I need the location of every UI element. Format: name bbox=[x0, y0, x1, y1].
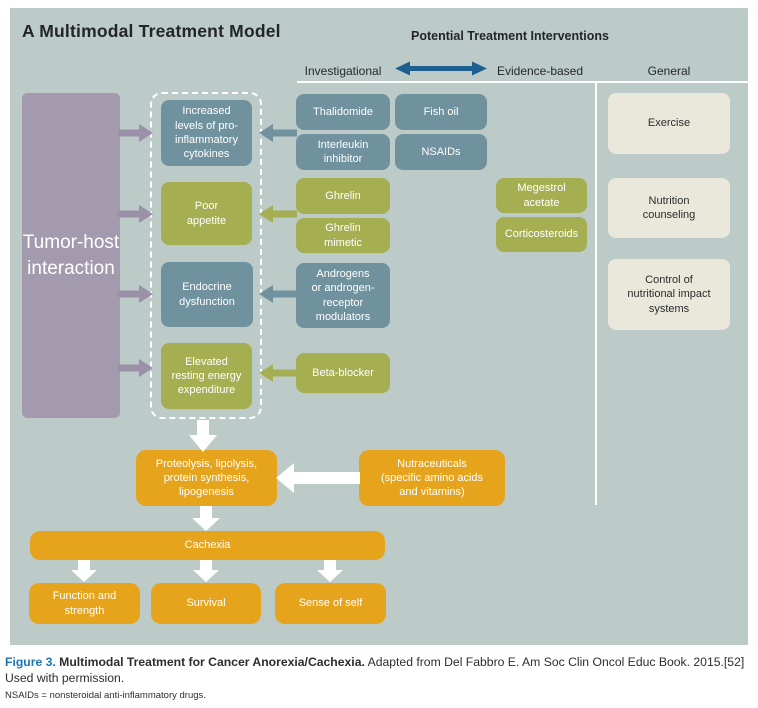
arrow-cachexia-to-function-icon bbox=[71, 560, 97, 582]
diagram-title: A Multimodal Treatment Model bbox=[22, 21, 281, 41]
general-column-divider bbox=[595, 83, 597, 505]
metabolic-effects-box: Proteolysis, lipolysis, protein synthesi… bbox=[136, 450, 277, 506]
outcome-box-sense-of-self: Sense of self bbox=[275, 583, 386, 624]
investigational-box-ghrelin-mimetic: Ghrelin mimetic bbox=[296, 218, 390, 253]
tumor-host-interaction-box: Tumor-host interaction bbox=[22, 93, 120, 418]
general-box-nutrition-counseling: Nutrition counseling bbox=[608, 178, 730, 238]
evidence-box-fish-oil: Fish oil bbox=[395, 94, 487, 130]
arrow-metabolic-to-cachexia-icon bbox=[192, 506, 220, 531]
arrow-cachexia-to-survival-icon bbox=[193, 560, 219, 582]
abbreviation-footnote: NSAIDs = nonsteroidal anti-inflammatory … bbox=[5, 690, 206, 701]
column-label-investigational: Investigational bbox=[304, 64, 382, 78]
treatment-model-diagram: A Multimodal Treatment Model Potential T… bbox=[10, 8, 748, 645]
arrow-betablocker-to-energy-icon bbox=[259, 364, 297, 382]
arrow-tumor-to-cytokines-icon bbox=[118, 124, 153, 142]
investigational-box-androgens: Androgens or androgen- receptor modulato… bbox=[296, 263, 390, 328]
cachexia-box: Cachexia bbox=[30, 531, 385, 560]
figure-number-label: Figure 3. bbox=[5, 655, 56, 669]
figure-caption-title: Multimodal Treatment for Cancer Anorexia… bbox=[55, 655, 365, 669]
arrow-appetite-drugs-to-poor-appetite-icon bbox=[259, 205, 297, 223]
mediator-box-cytokines: Increased levels of pro- inflammatory cy… bbox=[161, 100, 252, 166]
nutraceuticals-box: Nutraceuticals (specific amino acids and… bbox=[359, 450, 505, 506]
arrow-tumor-to-endocrine-icon bbox=[118, 285, 153, 303]
general-box-exercise: Exercise bbox=[608, 93, 730, 154]
mediators-dashed-container bbox=[150, 92, 262, 419]
investigational-box-interleukin-inhibitor: Interleukin inhibitor bbox=[296, 134, 390, 170]
evidence-box-nsaids: NSAIDs bbox=[395, 134, 487, 170]
column-label-general: General bbox=[647, 64, 691, 78]
mediator-box-poor-appetite: Poor appetite bbox=[161, 182, 252, 245]
mediator-box-endocrine-dysfunction: Endocrine dysfunction bbox=[161, 262, 253, 327]
investigational-box-beta-blocker: Beta-blocker bbox=[296, 353, 390, 393]
mediator-box-resting-energy: Elevated resting energy expenditure bbox=[161, 343, 252, 409]
arrow-tumor-to-poor-appetite-icon bbox=[118, 205, 153, 223]
figure-caption-source: Adapted from Del Fabbro E. Am Soc Clin O… bbox=[5, 655, 745, 685]
general-box-nutritional-impact: Control of nutritional impact systems bbox=[608, 259, 730, 330]
arrow-mediators-to-metabolic-icon bbox=[189, 420, 217, 452]
column-label-evidence-based: Evidence-based bbox=[496, 64, 584, 78]
evidence-box-megestrol-acetate: Megestrol acetate bbox=[496, 178, 587, 213]
arrow-tumor-to-energy-icon bbox=[118, 359, 153, 377]
investigational-evidence-spectrum-arrow-icon bbox=[395, 61, 487, 76]
outcome-box-survival: Survival bbox=[151, 583, 261, 624]
outcome-box-function-strength: Function and strength bbox=[29, 583, 140, 624]
arrow-nutraceuticals-to-metabolic-icon bbox=[276, 463, 360, 493]
investigational-box-ghrelin: Ghrelin bbox=[296, 178, 390, 214]
investigational-box-thalidomide: Thalidomide bbox=[296, 94, 390, 130]
interventions-heading: Potential Treatment Interventions bbox=[411, 29, 609, 43]
arrow-antiinflammatory-to-cytokines-icon bbox=[259, 124, 297, 142]
header-underline bbox=[297, 81, 748, 83]
arrow-androgens-to-endocrine-icon bbox=[259, 285, 297, 303]
arrow-cachexia-to-sense-of-self-icon bbox=[317, 560, 343, 582]
tumor-host-interaction-label: Tumor-host interaction bbox=[22, 231, 120, 279]
figure-caption: Figure 3. Multimodal Treatment for Cance… bbox=[5, 655, 753, 686]
evidence-box-corticosteroids: Corticosteroids bbox=[496, 217, 587, 252]
